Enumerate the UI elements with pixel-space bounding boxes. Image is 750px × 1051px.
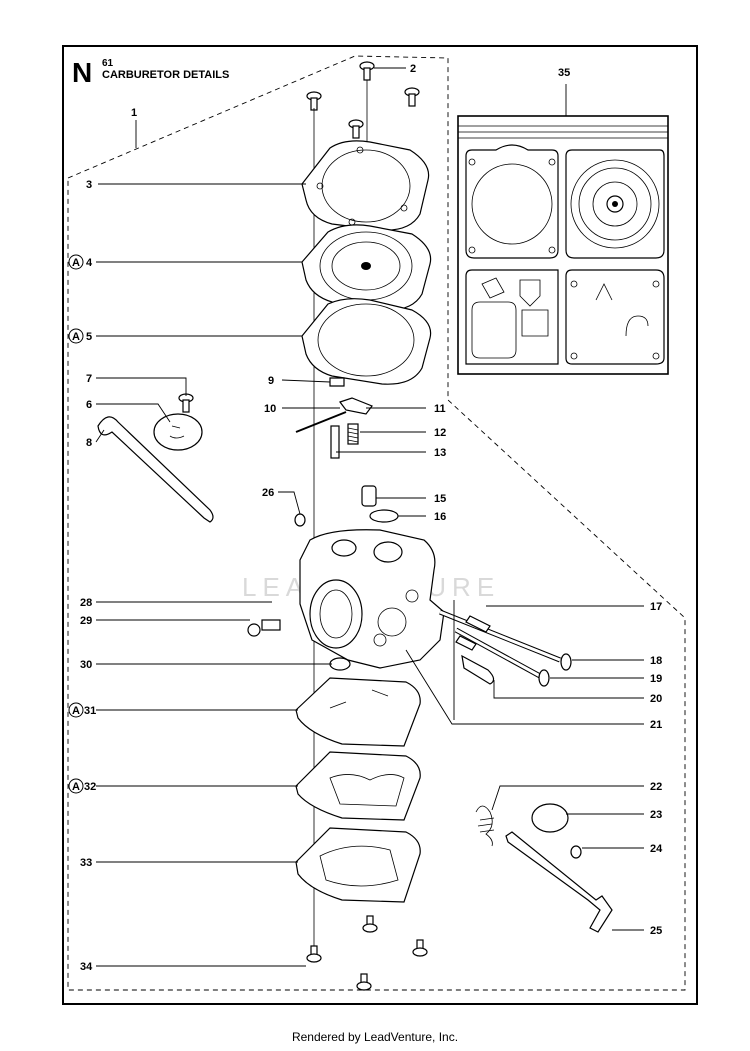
callout-20: 20: [650, 693, 662, 705]
callout-10: 10: [264, 403, 276, 415]
assembly-boundary: [67, 55, 686, 991]
carburetor-body: [294, 513, 445, 669]
callout-11: 11: [434, 403, 446, 415]
kit-marker-label: A: [72, 781, 80, 793]
inlet-needle-parts: [295, 377, 399, 523]
kit-markers: A A A A: [68, 254, 84, 794]
callout-labels: 1 2 3 4 5 6 7 8 9 10 11 12 13 15 16 17 1…: [80, 63, 663, 973]
callout-8: 8: [86, 437, 92, 449]
callout-16: 16: [434, 511, 446, 523]
callout-28: 28: [80, 597, 92, 609]
metering-gasket: [295, 677, 421, 747]
callout-17: 17: [650, 601, 662, 613]
metering-cover: [295, 827, 421, 903]
callout-5: 5: [86, 331, 92, 343]
callout-6: 6: [86, 399, 92, 411]
page-frame: [62, 45, 698, 1005]
kit-marker-label: A: [72, 257, 80, 269]
cover-screws: [306, 61, 420, 139]
callout-9: 9: [268, 375, 274, 387]
callout-18: 18: [650, 655, 662, 667]
callout-29: 29: [80, 615, 92, 627]
adjusting-screws: [439, 609, 572, 687]
callout-3: 3: [86, 179, 92, 191]
callout-4: 4: [86, 257, 93, 269]
callout-30: 30: [80, 659, 92, 671]
callout-33: 33: [80, 857, 92, 869]
choke-valve-parts: [97, 393, 214, 523]
callout-31: 31: [84, 705, 96, 717]
callout-19: 19: [650, 673, 662, 685]
callout-34: 34: [80, 961, 93, 973]
pump-gasket: [301, 298, 432, 385]
callout-23: 23: [650, 809, 662, 821]
footer-credit: Rendered by LeadVenture, Inc.: [291, 1030, 459, 1044]
callout-26: 26: [262, 487, 274, 499]
callout-7: 7: [86, 373, 92, 385]
callout-25: 25: [650, 925, 662, 937]
metering-plate-gasket: [295, 751, 421, 821]
callout-35: 35: [558, 67, 570, 79]
callout-12: 12: [434, 427, 446, 439]
pump-cover: [301, 140, 430, 231]
gasket-kit-box: [457, 115, 669, 375]
callout-32: 32: [84, 781, 96, 793]
callout-22: 22: [650, 781, 662, 793]
kit-marker-label: A: [72, 331, 80, 343]
callout-13: 13: [434, 447, 446, 459]
page-number: 61: [102, 58, 114, 69]
kit-marker-label: A: [72, 705, 80, 717]
callout-21: 21: [650, 719, 662, 731]
page-title: CARBURETOR DETAILS: [102, 69, 229, 81]
callout-24: 24: [650, 843, 663, 855]
leader-lines: [95, 67, 644, 967]
callout-15: 15: [434, 493, 446, 505]
pump-diaphragm: [301, 224, 432, 311]
callout-1: 1: [131, 107, 137, 119]
section-letter: N: [72, 57, 92, 88]
throttle-shaft-parts: [475, 803, 613, 933]
callout-2: 2: [410, 63, 416, 75]
bottom-screws: [306, 915, 428, 991]
